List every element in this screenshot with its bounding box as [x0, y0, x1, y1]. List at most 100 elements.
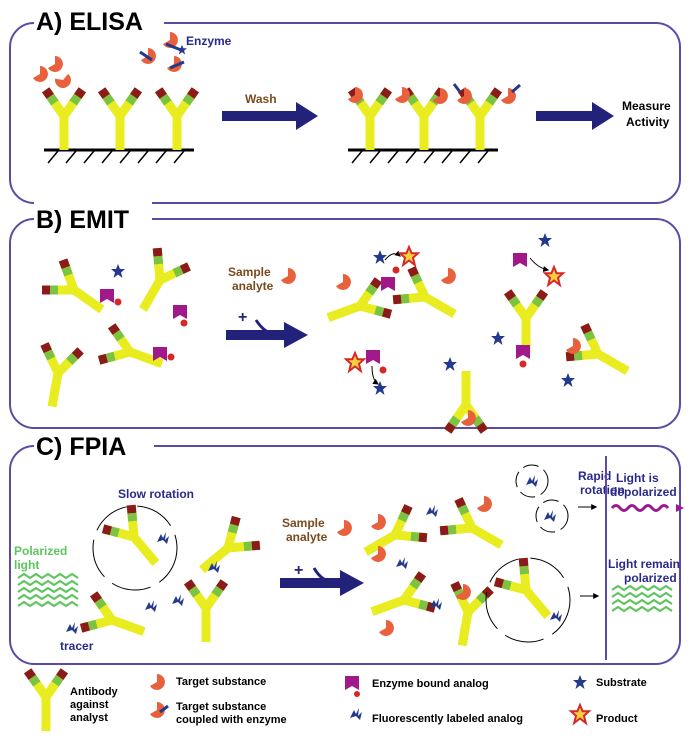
fluorescent-analog-icon: [396, 557, 408, 569]
enzyme-link: [511, 83, 521, 94]
fpia-arrow: [280, 567, 364, 596]
target-substance-icon: [336, 274, 351, 290]
polarized-light-waves: [17, 572, 79, 608]
legend-antibody-line1: Antibody: [70, 686, 119, 698]
fluorescent-analog-icon: [544, 510, 556, 522]
wash-arrow: [222, 102, 318, 130]
enzyme-dot: [392, 266, 400, 274]
solid-surface-left: [44, 148, 194, 164]
target-substance-icon: [337, 520, 352, 536]
legend-target: Target substance: [176, 676, 266, 688]
legend-target-icon: [150, 674, 165, 690]
legend-coupled-icon: [150, 702, 169, 718]
target-substance-icon: [441, 268, 456, 284]
panel-a-title: A) ELISA: [36, 8, 143, 36]
antibody-icon: [187, 512, 265, 587]
panel-c-title-bg: [34, 429, 154, 461]
depolarized-wave-head: [676, 504, 684, 512]
target-substance-icon: [477, 496, 492, 512]
fpia-plus: +: [294, 562, 303, 579]
target-substance-icon: [281, 268, 296, 284]
antibody-icon: [364, 569, 439, 633]
enzyme-bound-analog-icon: [366, 350, 380, 364]
remain-polarized-waves: [611, 584, 673, 613]
legend-antibody-icon: [23, 668, 69, 731]
fluorescent-analog-icon: [66, 622, 78, 634]
legend-product-icon: [570, 704, 590, 724]
emit-plus: +: [238, 309, 247, 326]
legend-antibody-line2: against: [70, 699, 109, 711]
product-icon: [399, 246, 419, 266]
depolarized-label-line2: depolarized: [610, 485, 677, 499]
measure-label-line1: Measure: [622, 99, 671, 113]
rapid-rotation-line2: rotation: [580, 483, 625, 497]
panel-b-title-bg: [34, 202, 152, 234]
antibody-with-enzyme-analog: [123, 244, 194, 327]
legend-substrate-icon: [573, 675, 587, 689]
legend-fluor: Fluorescently labeled analog: [372, 713, 523, 725]
antibody-icon: [41, 87, 87, 150]
remain-label-line1: Light remain: [608, 557, 680, 571]
fluorescent-analog-icon: [526, 475, 538, 487]
substrate-icon: [373, 381, 387, 395]
rapid-rotation-circle: [535, 499, 569, 533]
legend-product: Product: [596, 713, 638, 725]
fluorescent-analog-icon: [426, 505, 438, 517]
measure-label-line2: Activity: [626, 115, 670, 129]
antibody-with-enzyme-analog: [95, 321, 175, 385]
slow-rotation-label: Slow rotation: [118, 487, 194, 501]
reaction-arrow: [529, 257, 550, 272]
enzyme-coupled-icon: [139, 48, 156, 64]
fluorescent-analog-icon: [157, 532, 169, 544]
fpia-sample-label-line2: analyte: [286, 530, 328, 544]
antibody-icon: [562, 320, 639, 391]
depolarized-label-line1: Light is: [616, 471, 659, 485]
panel-a-title-bg: [34, 5, 164, 37]
rapid-rotation-circle: [515, 464, 549, 498]
panel-b-title: B) EMIT: [36, 206, 129, 234]
slow-rotation-circle-2: [485, 557, 571, 643]
emit-arrow: [226, 319, 308, 348]
panel-c-border: [9, 445, 681, 665]
antibody-icon: [354, 501, 431, 572]
antibody-icon: [97, 87, 143, 150]
enzyme-bound-analog-icon: [381, 277, 395, 291]
antibody-with-enzyme-analog: [503, 289, 549, 368]
remain-label-line2: polarized: [624, 571, 677, 585]
antibody-icon: [183, 579, 229, 642]
substrate-icon: [538, 233, 552, 247]
panel-c-title: C) FPIA: [36, 433, 126, 461]
enzyme-label: Enzyme: [186, 34, 232, 48]
wash-label: Wash: [245, 92, 277, 106]
legend-fluor-icon: [350, 708, 362, 720]
tracer-label: tracer: [60, 639, 94, 653]
product-icon: [345, 352, 365, 372]
reaction-arrow: [371, 365, 379, 385]
target-substance-icon: [33, 66, 48, 82]
emit-sample-label-line1: Sample: [228, 265, 271, 279]
panel-b-border: [9, 218, 681, 429]
fluorescent-analog-icon: [550, 610, 562, 622]
target-substance-icon: [371, 514, 386, 530]
rapid-rotation-line1: Rapid: [578, 469, 611, 483]
enzyme-dot: [379, 366, 387, 374]
antibody-icon: [154, 87, 200, 150]
substrate-icon: [491, 331, 505, 345]
fpia-sample-label-line1: Sample: [282, 516, 325, 530]
solid-surface-right: [348, 148, 498, 164]
reaction-arrow: [384, 250, 401, 261]
enzyme-link: [452, 83, 462, 93]
polarized-label-line1: Polarized: [14, 544, 67, 558]
legend-coupled-line2: coupled with enzyme: [176, 714, 287, 726]
legend-enzyme-bound: Enzyme bound analog: [372, 678, 489, 690]
antibody-icon: [30, 340, 85, 411]
target-substance-icon: [52, 69, 75, 92]
slow-rotation-circle: [92, 505, 178, 591]
fluorescent-analog-icon: [172, 594, 184, 606]
legend-antibody-line3: analyst: [70, 712, 108, 724]
substrate-icon: [111, 264, 125, 278]
enzyme-coupled-icon: [163, 32, 187, 55]
legend-coupled-line1: Target substance: [176, 701, 266, 713]
legend-enzyme-dot: [354, 691, 360, 697]
enzyme-coupled-icon: [167, 56, 185, 72]
